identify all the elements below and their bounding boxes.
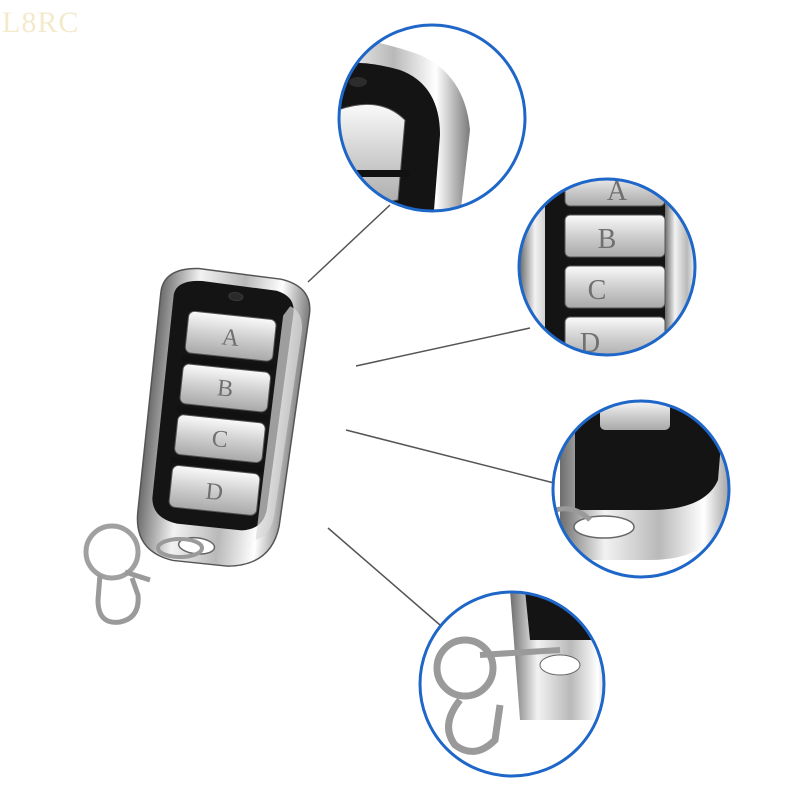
remote-button-a[interactable]: A [184,310,277,362]
remote-button-b-label: B [216,375,235,403]
remote-button-d[interactable]: D [168,465,261,516]
remote-button-d-label: D [204,479,224,507]
leader-lines [307,204,555,626]
remote-button-c[interactable]: C [174,414,266,464]
zoom-label-a: A [607,176,628,207]
remote-control: A B C D [136,267,311,567]
keyring-clasp [83,523,204,625]
zoom-label-c: C [588,275,607,306]
remote-button-c-label: C [211,426,230,454]
zoom-view-buttons: A B C D [517,176,697,359]
remote-side-strip [255,306,302,540]
led-indicator [228,292,244,302]
watermark-text: L8RC [2,6,80,39]
remote-buttons: A B C D [168,310,277,516]
zoom-label-d: D [580,328,600,359]
remote-button-b[interactable]: B [179,363,272,413]
zoom-view-top [337,23,527,213]
zoom-view-bottom [551,399,731,579]
zoom-view-keyring [418,590,606,778]
zoom-label-b: B [598,224,617,255]
remote-button-a-label: A [221,324,242,352]
